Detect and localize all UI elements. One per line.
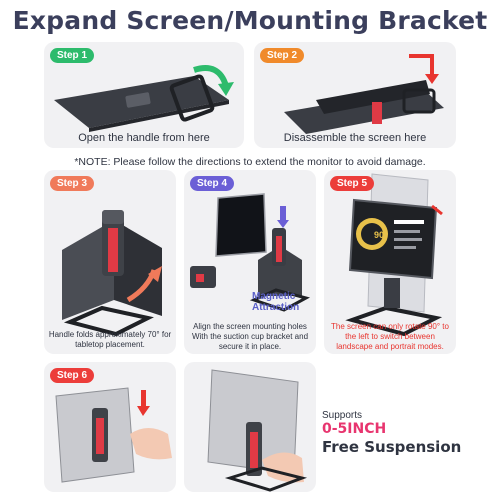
screen-rotation-label: 90°: [374, 230, 388, 240]
step-5-panel: Step 5 90° The screen can only rotate 90…: [324, 170, 456, 354]
step-4-badge: Step 4: [190, 176, 235, 191]
magnetic-attraction-label: Magnetic Attraction: [252, 291, 300, 313]
step-4-panel: Step 4 Align the screen mounting holes W…: [184, 170, 316, 354]
supports-label: Supports: [322, 410, 363, 421]
step-5-badge: Step 5: [330, 176, 375, 191]
step-3-caption: Handle folds approximately 70° for table…: [48, 330, 172, 349]
step-6b-panel: [184, 362, 316, 492]
mounting-illustration: [190, 193, 311, 312]
step-6-panel: Step 6: [44, 362, 176, 492]
monitor-disassemble-illustration: [284, 54, 444, 134]
page-title: Expand Screen/Mounting Bracket: [12, 6, 488, 35]
monitor-flat-illustration: [54, 65, 234, 132]
warning-note: *NOTE: Please follow the directions to e…: [74, 156, 426, 168]
step-1-panel: Step 1 Open the handle from here: [44, 42, 244, 148]
suspension-range: 0-5INCH: [322, 421, 387, 437]
step-3-badge: Step 3: [50, 176, 95, 191]
free-suspension-label: Free Suspension: [322, 438, 462, 456]
step-6-badge: Step 6: [50, 368, 95, 383]
suspension-illustration-2: [207, 369, 308, 492]
step-4-caption: Align the screen mounting holes With the…: [191, 322, 309, 351]
step-2-badge: Step 2: [260, 48, 305, 63]
step-3-panel: Step 3 Handle folds approximately 70° fo…: [44, 170, 176, 354]
step-2-caption: Disassemble the screen here: [283, 132, 427, 144]
suspension-callout: Supports 0-5INCH Free Suspension: [322, 410, 492, 456]
suspension-illustration-1: [55, 387, 172, 483]
rotate-screen-illustration: [345, 173, 443, 337]
step-5-caption: The screen can only rotate 90° to the le…: [331, 322, 449, 351]
step-1-caption: Open the handle from here: [78, 132, 210, 144]
step-2-panel: Step 2 Disassemble the screen here: [254, 42, 456, 148]
step-1-badge: Step 1: [50, 48, 95, 63]
tabletop-stand-illustration: [62, 210, 162, 337]
